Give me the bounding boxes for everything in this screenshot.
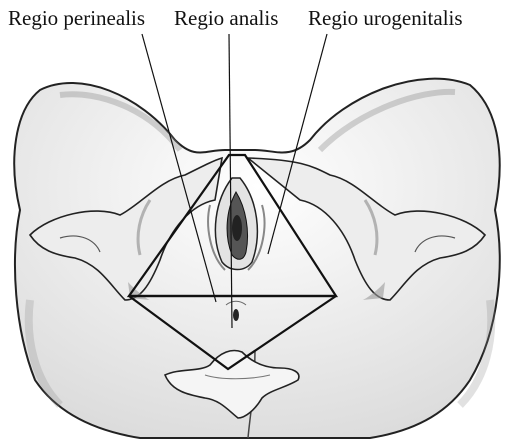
anatomy-figure: Regio perinealis Regio analis Regio urog…: [0, 0, 515, 443]
perineum-illustration: [0, 0, 515, 443]
